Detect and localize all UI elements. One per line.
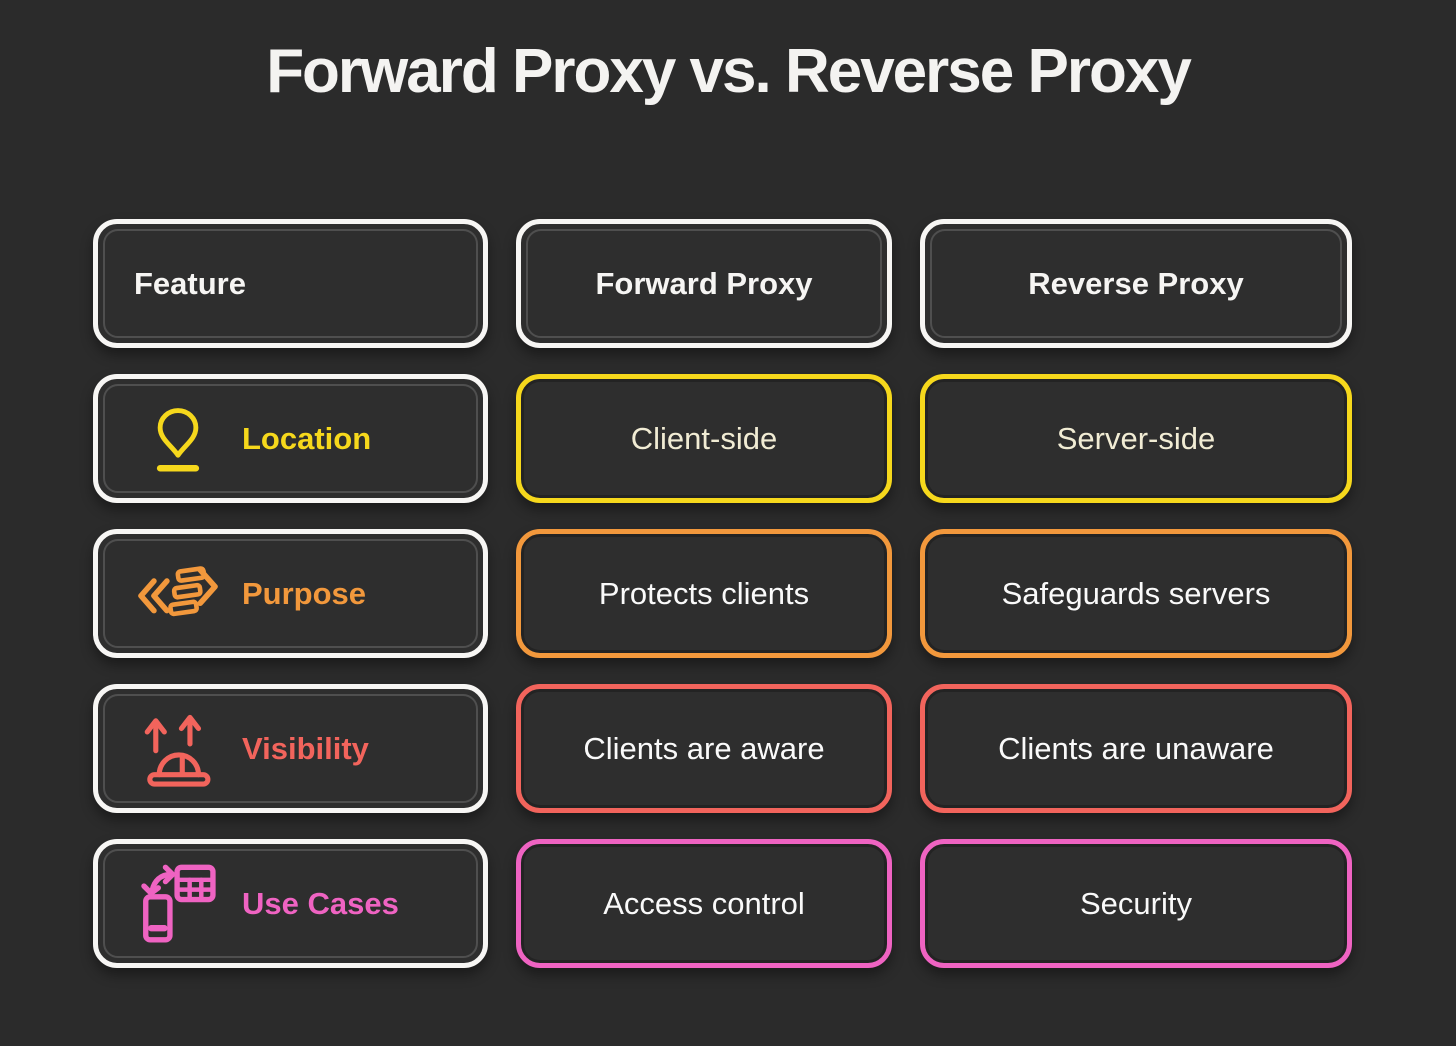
value-cell-use-cases-reverse: Security xyxy=(920,839,1352,968)
value-cell-purpose-reverse: Safeguards servers xyxy=(920,529,1352,658)
value-text: Clients are aware xyxy=(583,730,825,766)
value-cell-location-reverse: Server-side xyxy=(920,374,1352,503)
header-cell-feature: Feature xyxy=(93,219,488,348)
phone-sync-icon xyxy=(126,861,230,947)
feature-label-visibility: Visibility xyxy=(242,730,369,766)
location-pin-icon xyxy=(126,398,230,480)
value-text: Security xyxy=(1080,885,1192,921)
header-feature-label: Feature xyxy=(134,265,246,301)
value-text: Safeguards servers xyxy=(1001,575,1271,611)
header-cell-forward-proxy: Forward Proxy xyxy=(516,219,892,348)
header-cell-reverse-proxy: Reverse Proxy xyxy=(920,219,1352,348)
value-cell-use-cases-forward: Access control xyxy=(516,839,892,968)
header-reverse-proxy-label: Reverse Proxy xyxy=(1028,265,1244,301)
feature-cell-purpose: Purpose xyxy=(93,529,488,658)
feature-label-purpose: Purpose xyxy=(242,575,367,611)
feature-cell-visibility: Visibility xyxy=(93,684,488,813)
value-cell-visibility-forward: Clients are aware xyxy=(516,684,892,813)
page-title: Forward Proxy vs. Reverse Proxy xyxy=(266,37,1192,106)
feature-label-location: Location xyxy=(242,420,372,456)
value-text: Client-side xyxy=(630,420,778,456)
value-text: Clients are unaware xyxy=(998,730,1274,766)
hard-hat-arrows-icon xyxy=(126,706,230,792)
value-text: Access control xyxy=(603,885,805,921)
comparison-table: Feature Forward Proxy Reverse Proxy Loca… xyxy=(93,219,1456,968)
value-cell-location-forward: Client-side xyxy=(516,374,892,503)
value-text: Protects clients xyxy=(598,575,810,611)
header-forward-proxy-label: Forward Proxy xyxy=(595,265,813,301)
value-cell-visibility-reverse: Clients are unaware xyxy=(920,684,1352,813)
feature-cell-location: Location xyxy=(93,374,488,503)
value-cell-purpose-forward: Protects clients xyxy=(516,529,892,658)
feature-cell-use-cases: Use Cases xyxy=(93,839,488,968)
value-text: Server-side xyxy=(1056,420,1216,456)
transfer-arrows-icon xyxy=(126,557,230,631)
feature-label-use-cases: Use Cases xyxy=(242,885,399,921)
